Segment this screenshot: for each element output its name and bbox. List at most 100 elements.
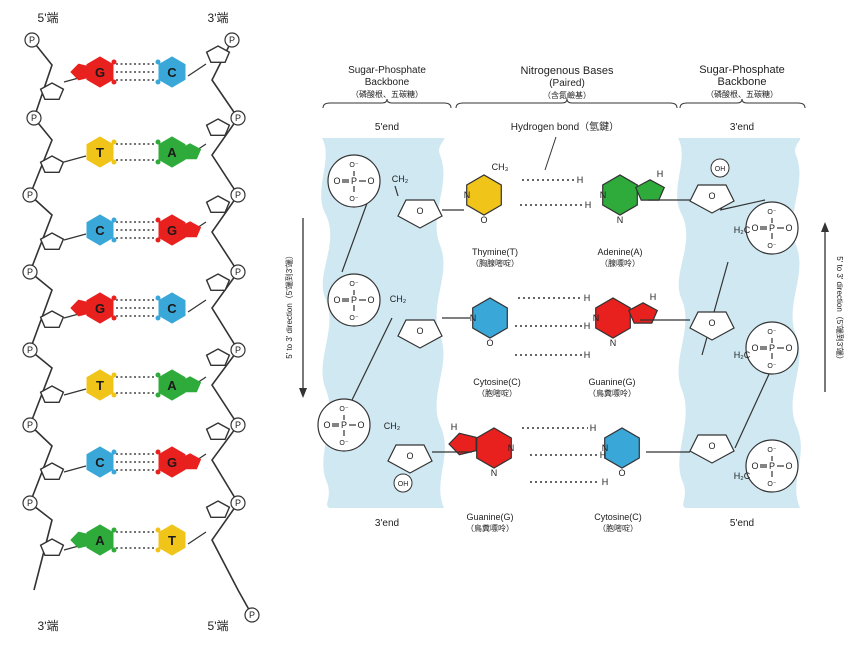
base-letter: A [95, 533, 105, 548]
hydrogen-atom: H [585, 200, 592, 210]
bottom-left-end-label: 3'端 [38, 619, 59, 633]
backbone-lines [341, 194, 771, 449]
base-label-name: Guanine(G) [466, 512, 513, 522]
bottom-right-end-label: 5'端 [208, 619, 229, 633]
svg-text:P: P [341, 420, 347, 430]
svg-text:P: P [351, 295, 357, 305]
phosphate-symbol: P [235, 420, 241, 430]
base-letter: T [168, 533, 176, 548]
base-left-A: A [70, 524, 117, 556]
phosphate-symbol: P [27, 420, 33, 430]
svg-text:P: P [351, 176, 357, 186]
guanine-ring: HNN [593, 292, 659, 348]
svg-text:N: N [617, 215, 624, 225]
right-phosphate-0: P [224, 32, 240, 48]
svg-text:O: O [416, 206, 423, 216]
hydrogen-atom: H [600, 450, 607, 460]
header-right-line1: Sugar-Phosphate [699, 64, 785, 76]
svg-text:H: H [657, 169, 664, 179]
svg-text:O⁻: O⁻ [349, 162, 358, 169]
svg-text:H₂C: H₂C [734, 471, 751, 481]
svg-text:O: O [357, 420, 364, 430]
left-strand [29, 39, 53, 591]
svg-text:O: O [406, 451, 413, 461]
base-letter: G [167, 455, 177, 470]
svg-text:H₂C: H₂C [734, 225, 751, 235]
base-right-C: C [155, 56, 186, 88]
base-right-T: T [155, 524, 186, 556]
adenine-ring: HNN [600, 169, 666, 225]
left-phosphate-4: P [22, 342, 38, 358]
base-left-T: T [86, 369, 117, 401]
right-phosphate-6: P [230, 495, 246, 511]
phosphate-symbol: P [27, 267, 33, 277]
base-left-G: G [70, 292, 117, 324]
right-phosphate-1: P [230, 110, 246, 126]
base-label-name: Thymine(T) [472, 247, 518, 257]
base-label-cn: （鳥糞嘌呤） [466, 523, 514, 533]
svg-text:H₂C: H₂C [734, 350, 751, 360]
left-bottom-end-label: 3'end [375, 518, 399, 529]
right-direction-arrow: 5' to 3' direction（5'端到3'端） [821, 222, 845, 392]
base-label-4: Guanine(G)（鳥糞嘌呤） [466, 512, 514, 533]
svg-text:O⁻: O⁻ [767, 447, 776, 454]
svg-text:N: N [602, 443, 609, 453]
phosphate-symbol: P [229, 35, 235, 45]
svg-text:O: O [333, 295, 340, 305]
phosphate-symbol: P [235, 345, 241, 355]
svg-text:O: O [416, 326, 423, 336]
phosphate-symbol: P [235, 267, 241, 277]
svg-text:O: O [323, 420, 330, 430]
svg-text:O⁻: O⁻ [767, 329, 776, 336]
header-left-backbone: Sugar-Phosphate Backbone （磷酸根、五碳糖） [348, 65, 426, 99]
base-letter: C [167, 301, 177, 316]
svg-text:O: O [367, 176, 374, 186]
svg-text:N: N [491, 468, 498, 478]
svg-text:O⁻: O⁻ [767, 209, 776, 216]
base-right-A: A [155, 369, 202, 401]
svg-text:O: O [751, 223, 758, 233]
hydrogen-atom: H [602, 477, 609, 487]
base-left-C: C [86, 446, 117, 478]
sugar-left-2: O CH₂ [390, 294, 443, 349]
svg-text:N: N [610, 338, 617, 348]
base-letter: T [96, 145, 104, 160]
hydrogen-atom: H [584, 350, 591, 360]
svg-text:O: O [480, 215, 487, 225]
header-bases-line2: (Paired) [549, 78, 585, 89]
header-left-line3: （磷酸根、五碳糖） [351, 89, 423, 99]
base-left-T: T [86, 136, 117, 168]
left-top-end-label: 5'end [375, 122, 399, 133]
right-sugar-2 [205, 195, 231, 214]
svg-text:CH₂: CH₂ [390, 294, 407, 304]
phosphate-symbol: P [31, 113, 37, 123]
svg-text:O⁻: O⁻ [767, 363, 776, 370]
base-label-3: Guanine(G)（鳥糞嘌呤） [588, 377, 636, 398]
svg-text:O: O [333, 176, 340, 186]
base-letter: C [95, 455, 105, 470]
svg-text:N: N [508, 443, 515, 453]
base-label-0: Thymine(T)（胸腺嘧啶） [471, 247, 519, 268]
base-label-cn: （胞嘧啶） [598, 523, 638, 533]
base-label-cn: （胞嘧啶） [477, 388, 517, 398]
right-phosphate-7: P [244, 607, 260, 623]
right-phosphate-2: P [230, 187, 246, 203]
left-sugar-6 [39, 538, 65, 556]
base-label-5: Cytosine(C)（胞嘧啶） [594, 512, 642, 533]
svg-text:O: O [751, 343, 758, 353]
base-letter: G [95, 301, 105, 316]
phosphate-symbol: P [27, 498, 33, 508]
svg-text:O⁻: O⁻ [339, 406, 348, 413]
svg-text:OH: OH [398, 481, 409, 488]
